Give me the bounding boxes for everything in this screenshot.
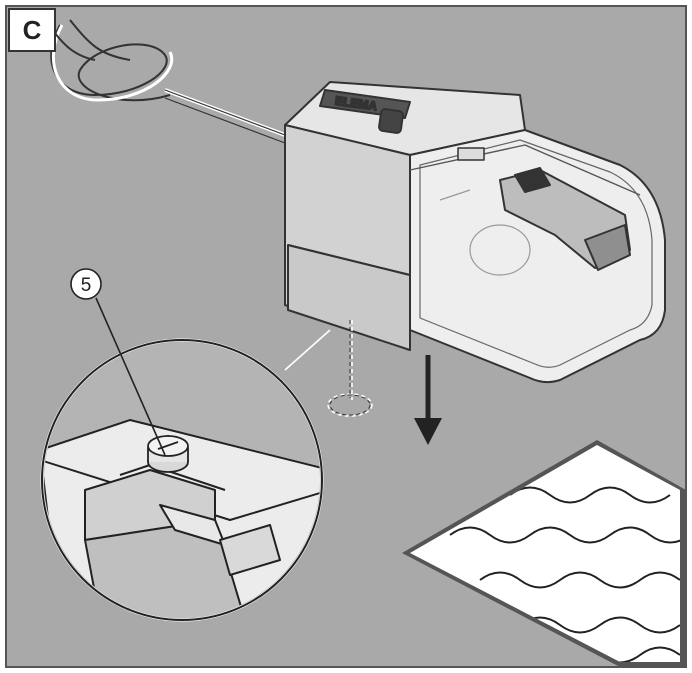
device-logo: ELEMA: [334, 94, 378, 114]
magnifier-circle: [40, 338, 324, 622]
device-badge-icon: [378, 108, 404, 134]
callout-marker: 5: [70, 268, 166, 456]
water-opening: [402, 440, 686, 667]
water-wave-icon: [449, 526, 680, 544]
arrow-down-icon: [414, 355, 442, 445]
callout-number: 5: [81, 275, 92, 296]
panel-label: C: [8, 8, 56, 52]
water-wave-icon: [509, 486, 671, 504]
water-wave-icon: [479, 571, 680, 589]
power-cable: [44, 19, 286, 144]
magnifier-leader: [284, 329, 331, 371]
pump-device: ELEMA: [284, 81, 666, 384]
water-wave-icon: [519, 616, 680, 634]
fixing-screw-icon: [147, 435, 189, 473]
